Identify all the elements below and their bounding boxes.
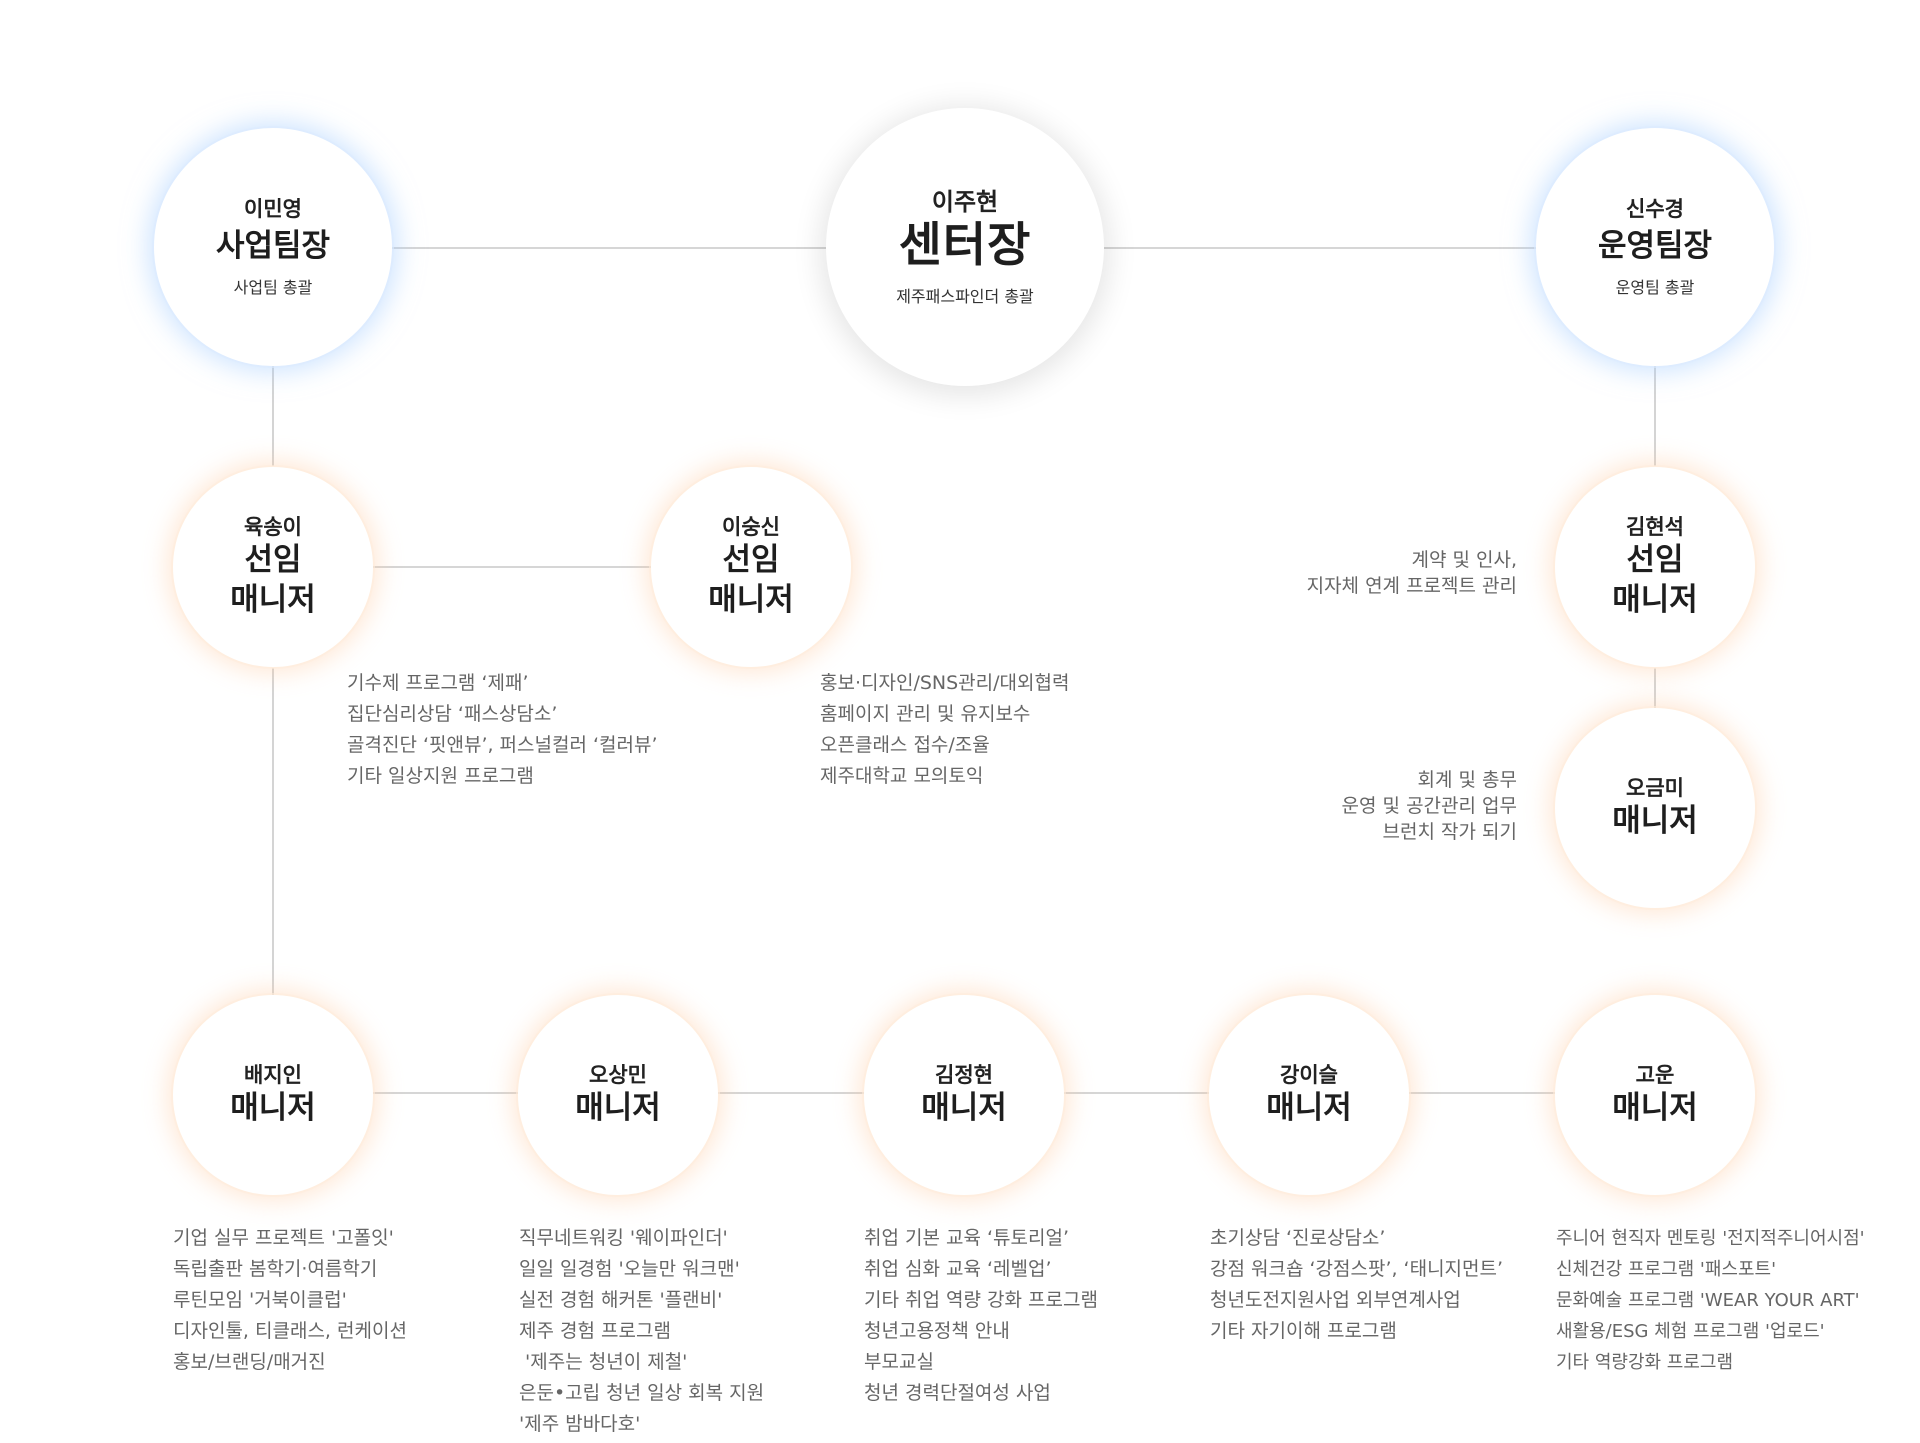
duty-list-bae: 기업 실무 프로젝트 '고폴잇' 독립출판 봄학기·여름학기 루틴모임 '거북이… (173, 1223, 407, 1378)
duty-list-oh-sangmin: 직무네트워킹 '웨이파인더' 일일 일경험 '오늘만 워크맨' 실전 경험 해커… (519, 1223, 764, 1440)
duty-item: 계약 및 인사, (1411, 549, 1517, 571)
duty-item: 부모교실 (864, 1351, 934, 1373)
role-title-line2: 매니저 (1612, 582, 1698, 619)
duty-item: 회계 및 총무 (1417, 769, 1517, 791)
role-title-line2: 매니저 (230, 582, 316, 619)
duty-list-yuk: 기수제 프로그램 ‘제패’ 집단심리상담 ‘패스상담소’ 골격진단 ‘핏앤뷰’,… (347, 668, 658, 792)
duty-item: 제주대학교 모의토익 (820, 765, 984, 787)
duty-item: 독립출판 봄학기·여름학기 (173, 1258, 378, 1280)
role-title: 매니저 (1266, 1089, 1352, 1126)
duty-item: 디자인툴, 티클래스, 런케이션 (173, 1320, 407, 1342)
duty-item: '제주 밤바다호' (519, 1413, 641, 1435)
role-title: 센터장 (898, 217, 1032, 273)
role-description: 운영팀 총괄 (1615, 278, 1695, 298)
duty-item: 신체건강 프로그램 '패스포트' (1556, 1259, 1777, 1280)
duty-item: 기타 자기이해 프로그램 (1210, 1320, 1397, 1342)
node-manager-oh-sangmin: 오상민 매니저 (518, 995, 718, 1195)
duty-item: 직무네트워킹 '웨이파인더' (519, 1227, 728, 1249)
duty-item: 브런치 작가 되기 (1382, 821, 1517, 843)
duty-list-kang: 초기상담 ‘진로상담소’ 강점 워크숍 ‘강점스팟’, ‘태니지먼트’ 청년도전… (1210, 1223, 1503, 1347)
duty-list-kim-junghyun: 취업 기본 교육 ‘튜토리얼’ 취업 심화 교육 ‘레벨업’ 기타 취업 역량 … (864, 1223, 1098, 1409)
duty-item: 집단심리상담 ‘패스상담소’ (347, 703, 558, 725)
duty-item: 일일 일경험 '오늘만 워크맨' (519, 1258, 740, 1280)
duty-item: 루틴모임 '거북이클럽' (173, 1289, 347, 1311)
person-name: 이주현 (931, 187, 999, 216)
duty-item: 청년도전지원사업 외부연계사업 (1210, 1289, 1461, 1311)
role-title: 사업팀장 (215, 227, 331, 264)
duty-item: 초기상담 ‘진로상담소’ (1210, 1227, 1386, 1249)
duty-item: 새활용/ESG 체험 프로그램 '업로드' (1556, 1321, 1825, 1342)
duty-item: 제주 경험 프로그램 (519, 1320, 671, 1342)
duty-item: 강점 워크숍 ‘강점스팟’, ‘태니지먼트’ (1210, 1258, 1504, 1280)
role-title: 매니저 (230, 1089, 316, 1126)
duty-list-go: 주니어 현직자 멘토링 '전지적주니어시점' 신체건강 프로그램 '패스포트' … (1556, 1223, 1865, 1378)
role-title: 매니저 (575, 1089, 661, 1126)
duty-item: 지자체 연계 프로젝트 관리 (1306, 575, 1517, 597)
duty-item: 기타 취업 역량 강화 프로그램 (864, 1289, 1098, 1311)
role-title: 매니저 (921, 1089, 1007, 1126)
person-name: 고운 (1635, 1062, 1675, 1087)
role-title-line1: 선임 (1626, 541, 1684, 578)
role-title-line1: 선임 (722, 541, 780, 578)
duty-list-kim-hyunseok: 계약 및 인사, 지자체 연계 프로젝트 관리 (1307, 547, 1517, 599)
node-business-team-lead: 이민영 사업팀장 사업팀 총괄 (154, 128, 392, 366)
role-title: 운영팀장 (1597, 227, 1713, 264)
person-name: 배지인 (244, 1062, 302, 1087)
duty-item: 오픈클래스 접수/조율 (820, 734, 990, 756)
duty-item: 문화예술 프로그램 'WEAR YOUR ART' (1556, 1290, 1860, 1311)
role-title-line1: 선임 (244, 541, 302, 578)
role-description: 제주패스파인더 총괄 (896, 287, 1034, 307)
duty-item: 실전 경험 해커톤 '플랜비' (519, 1289, 723, 1311)
duty-item: 기수제 프로그램 ‘제패’ (347, 672, 529, 694)
duty-item: 청년고용정책 안내 (864, 1320, 1010, 1342)
node-manager-kang: 강이슬 매니저 (1209, 995, 1409, 1195)
node-senior-manager-kim: 김현석 선임 매니저 (1555, 467, 1755, 667)
role-title: 매니저 (1612, 1089, 1698, 1126)
duty-item: 기타 일상지원 프로그램 (347, 765, 534, 787)
node-manager-oh-geummi: 오금미 매니저 (1555, 708, 1755, 908)
person-name: 김정현 (935, 1062, 993, 1087)
node-operations-team-lead: 신수경 운영팀장 운영팀 총괄 (1536, 128, 1774, 366)
duty-item: 취업 기본 교육 ‘튜토리얼’ (864, 1227, 1069, 1249)
node-senior-manager-yuk: 육송이 선임 매니저 (173, 467, 373, 667)
duty-item: '제주는 청년이 제철' (519, 1351, 688, 1373)
duty-item: 주니어 현직자 멘토링 '전지적주니어시점' (1556, 1228, 1865, 1249)
role-description: 사업팀 총괄 (233, 278, 313, 298)
duty-item: 골격진단 ‘핏앤뷰’, 퍼스널컬러 ‘컬러뷰’ (347, 734, 658, 756)
duty-item: 은둔•고립 청년 일상 회복 지원 (519, 1382, 765, 1404)
duty-item: 취업 심화 교육 ‘레벨업’ (864, 1258, 1052, 1280)
duty-item: 청년 경력단절여성 사업 (864, 1382, 1051, 1404)
person-name: 오금미 (1626, 775, 1684, 800)
role-title: 매니저 (1612, 802, 1698, 839)
duty-list-oh-geummi: 회계 및 총무 운영 및 공간관리 업무 브런치 작가 되기 (1342, 767, 1517, 845)
node-manager-go: 고운 매니저 (1555, 995, 1755, 1195)
person-name: 강이슬 (1280, 1062, 1338, 1087)
duty-item: 홍보/브랜딩/매거진 (173, 1351, 326, 1373)
node-senior-manager-lee: 이숭신 선임 매니저 (651, 467, 851, 667)
person-name: 육송이 (244, 514, 302, 539)
duty-item: 홍보·디자인/SNS관리/대외협력 (820, 672, 1070, 694)
person-name: 오상민 (589, 1062, 647, 1087)
person-name: 신수경 (1626, 196, 1684, 221)
duty-item: 홈페이지 관리 및 유지보수 (820, 703, 1031, 725)
node-manager-kim-junghyun: 김정현 매니저 (864, 995, 1064, 1195)
node-manager-bae: 배지인 매니저 (173, 995, 373, 1195)
node-center-director: 이주현 센터장 제주패스파인더 총괄 (826, 108, 1104, 386)
role-title-line2: 매니저 (708, 582, 794, 619)
person-name: 이숭신 (722, 514, 780, 539)
duty-item: 기타 역량강화 프로그램 (1556, 1352, 1734, 1373)
person-name: 이민영 (244, 196, 302, 221)
person-name: 김현석 (1626, 514, 1684, 539)
duty-list-lee-sungsin: 홍보·디자인/SNS관리/대외협력 홈페이지 관리 및 유지보수 오픈클래스 접… (820, 668, 1069, 792)
duty-item: 운영 및 공간관리 업무 (1341, 795, 1517, 817)
duty-item: 기업 실무 프로젝트 '고폴잇' (173, 1227, 394, 1249)
